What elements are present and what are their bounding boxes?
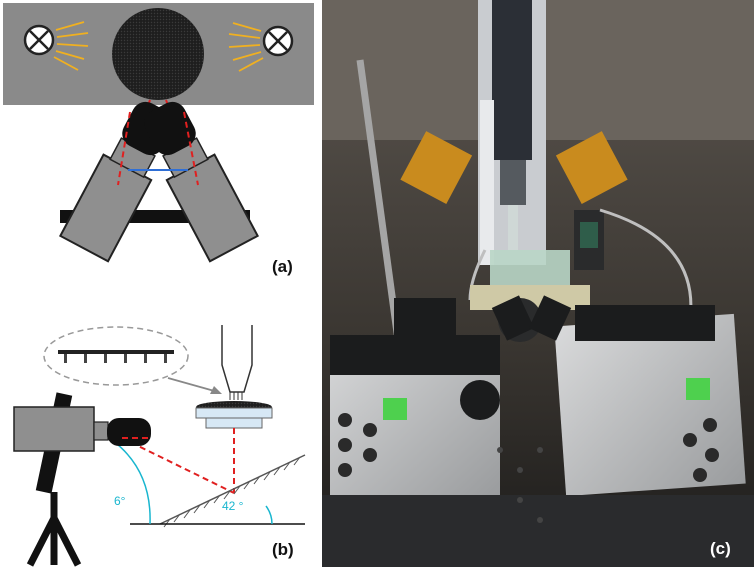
specimen-holder	[195, 401, 273, 429]
photo-camera-right	[498, 298, 746, 497]
mirror-icon	[159, 454, 306, 528]
lamp-left-icon	[23, 21, 89, 71]
electrode-array	[58, 350, 174, 363]
optical-table	[322, 495, 754, 567]
panel-b: 6° 42 ° (b)	[13, 325, 306, 567]
specimen-disc-icon	[112, 8, 204, 100]
camera-icon	[13, 392, 151, 494]
panel-label-c: (c)	[710, 539, 731, 558]
metal-pole	[356, 59, 402, 341]
angle-arc-mirror	[265, 505, 273, 525]
panel-label-a: (a)	[272, 257, 293, 276]
tripod-icon	[26, 492, 82, 567]
panel-label-b: (b)	[272, 540, 294, 559]
laser-horizontal	[121, 437, 235, 494]
camera-right	[144, 101, 260, 263]
panel-a: (a)	[3, 3, 314, 276]
zoom-arrow	[167, 377, 219, 393]
photo-camera-left	[330, 298, 500, 495]
lamp-right-icon	[228, 22, 294, 72]
angle-arc-lamp	[111, 439, 151, 525]
zoom-inset	[43, 326, 189, 386]
led-lamp-left	[400, 131, 473, 205]
angle-label-mirror: 42 °	[222, 499, 244, 513]
panel-c-photo: (c)	[322, 0, 754, 567]
nozzle-icon	[221, 325, 253, 400]
led-lamp-right	[555, 131, 628, 205]
angle-label-lamp: 6°	[114, 494, 126, 508]
